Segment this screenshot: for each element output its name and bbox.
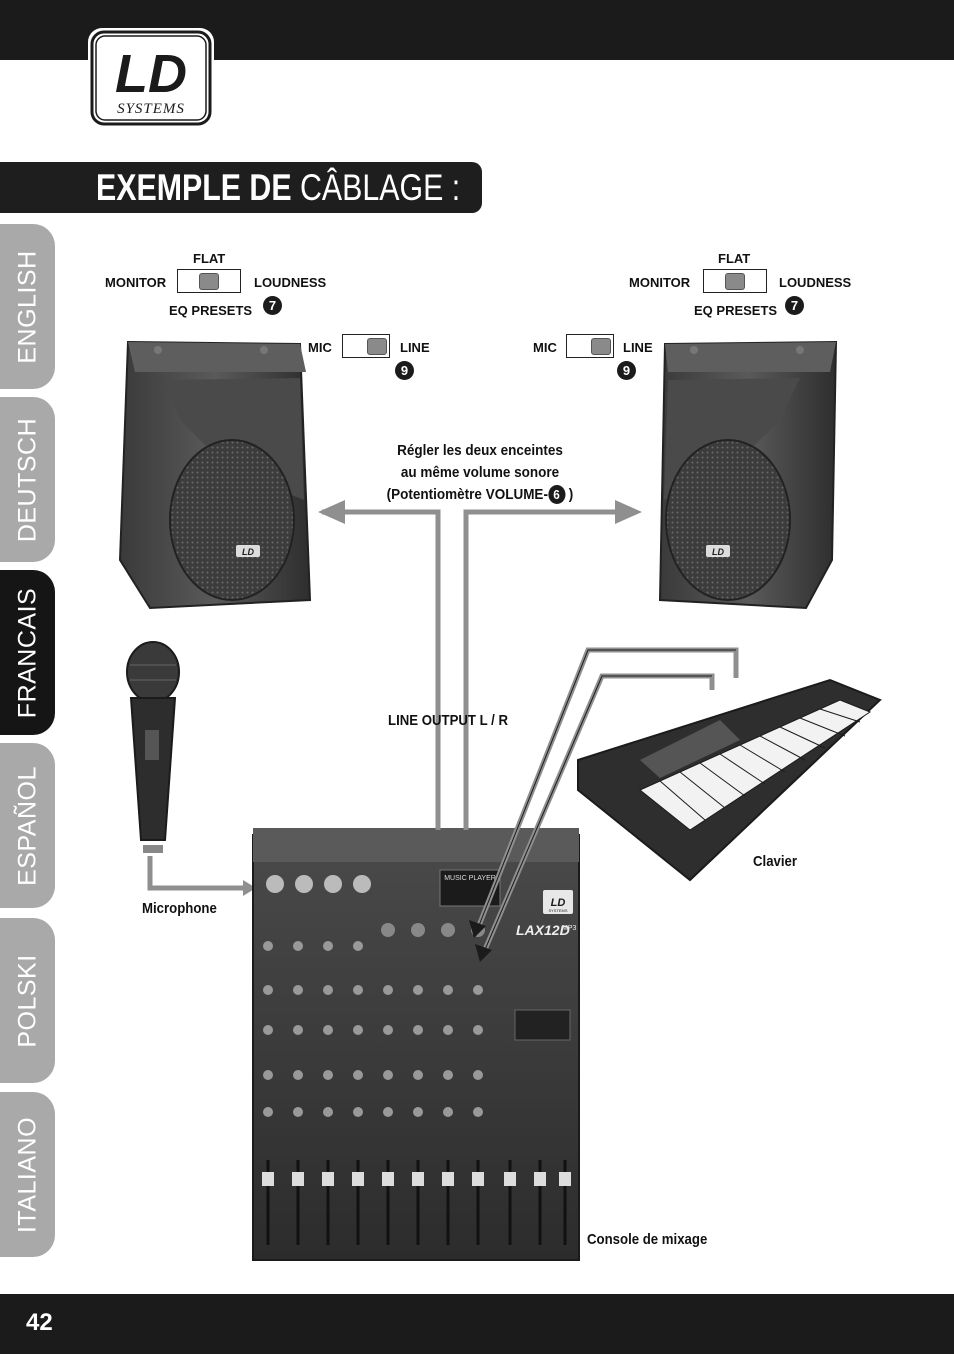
tab-english[interactable]: ENGLISH	[0, 224, 55, 389]
mixer: MUSIC PLAYER LD SYSTEMS LAX12D MP3	[252, 828, 580, 1261]
microphone-label: Microphone	[142, 900, 217, 917]
right-loudness-label: LOUDNESS	[779, 275, 852, 290]
left-eq-badge: 7	[263, 296, 282, 315]
mixer-brand: LD	[551, 897, 566, 909]
right-mic-line-badge: 9	[617, 361, 636, 380]
volume-note-line3-pre: (Potentiomètre VOLUME-	[386, 486, 548, 503]
keyboard-label: Clavier	[753, 853, 798, 870]
left-line-label: LINE	[400, 340, 430, 355]
volume-note-line1: Régler les deux enceintes	[397, 442, 563, 459]
speaker-right-logo: LD	[712, 547, 724, 557]
volume-note-line3: (Potentiomètre VOLUME-6 )	[376, 484, 585, 506]
bottom-bar	[0, 1294, 954, 1354]
speaker-right: LD	[658, 340, 838, 610]
volume-note: Régler les deux enceintes au même volume…	[376, 440, 585, 506]
right-eq-badge: 7	[785, 296, 804, 315]
mixer-label: Console de mixage	[587, 1231, 708, 1248]
left-mic-line-badge: 9	[395, 361, 414, 380]
title-bar	[0, 162, 482, 213]
mixer-brand-sub: SYSTEMS	[548, 908, 567, 913]
volume-note-line3-post: )	[565, 486, 574, 503]
switch-knob	[725, 273, 745, 290]
mixer-model: LAX12D	[516, 922, 570, 938]
line-output-label: LINE OUTPUT L / R	[388, 712, 509, 729]
volume-note-line2: au même volume sonore	[400, 464, 560, 481]
page-title-light: CÂBLAGE :	[300, 167, 461, 208]
switch-knob	[367, 338, 387, 355]
tab-francais[interactable]: FRANCAIS	[0, 570, 55, 735]
left-mic-label: MIC	[308, 340, 332, 355]
right-eq-presets-label: EQ PRESETS	[694, 303, 778, 318]
right-mic-label: MIC	[533, 340, 557, 355]
speaker-left-logo: LD	[242, 547, 254, 557]
left-mic-line-switch[interactable]	[342, 334, 390, 358]
keyboard	[577, 678, 882, 882]
logo-mark: LD	[115, 44, 187, 104]
left-flat-label: FLAT	[193, 251, 226, 266]
page-title: EXEMPLE DE CÂBLAGE :	[96, 166, 460, 210]
right-flat-label: FLAT	[718, 251, 751, 266]
right-mic-line-switch[interactable]	[566, 334, 614, 358]
speaker-left: LD	[118, 340, 312, 610]
tab-polski[interactable]: POLSKI	[0, 918, 55, 1083]
page-title-bold: EXEMPLE DE	[96, 167, 292, 208]
volume-badge: 6	[547, 484, 566, 504]
tab-espanol[interactable]: ESPAÑOL	[0, 743, 55, 908]
tab-deutsch[interactable]: DEUTSCH	[0, 397, 55, 562]
logo-sub: SYSTEMS	[117, 101, 185, 117]
mixer-model-suffix: MP3	[562, 925, 577, 932]
left-eq-presets-label: EQ PRESETS	[169, 303, 253, 318]
right-monitor-label: MONITOR	[629, 275, 691, 290]
switch-knob	[591, 338, 611, 355]
left-loudness-label: LOUDNESS	[254, 275, 327, 290]
microphone	[126, 641, 180, 853]
right-line-label: LINE	[623, 340, 653, 355]
page-number: 42	[26, 1309, 53, 1336]
right-eq-switch[interactable]	[703, 269, 767, 293]
tab-italiano[interactable]: ITALIANO	[0, 1092, 55, 1257]
mixer-player-label: MUSIC PLAYER	[444, 875, 496, 882]
ld-systems-logo: LD SYSTEMS	[88, 28, 214, 128]
left-eq-switch[interactable]	[177, 269, 241, 293]
left-monitor-label: MONITOR	[105, 275, 167, 290]
switch-knob	[199, 273, 219, 290]
